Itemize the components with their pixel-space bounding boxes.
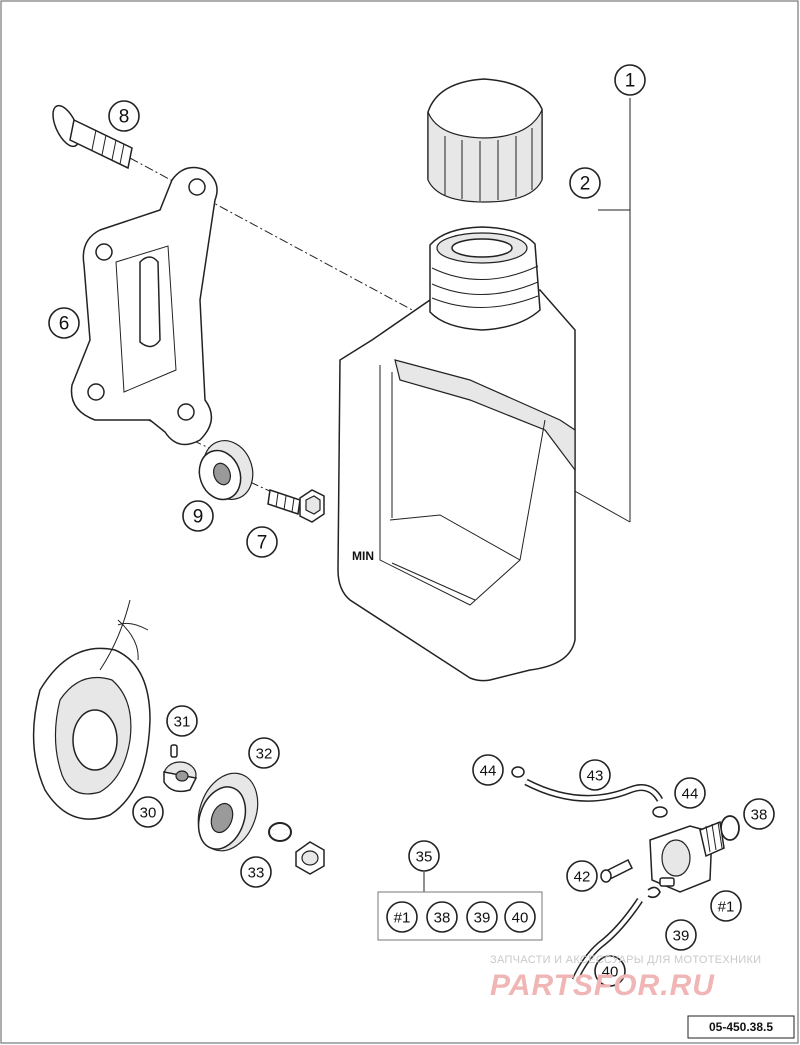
kit-item-38: 38: [426, 901, 458, 933]
callout-33: 33: [240, 856, 272, 888]
screw-drawing: [267, 489, 325, 523]
oil-tank-drawing: MIN: [337, 226, 576, 682]
kit-item-40: 40: [504, 901, 536, 933]
tank-cap-drawing: [427, 78, 543, 203]
svg-text:8: 8: [119, 107, 130, 128]
svg-text:38: 38: [434, 910, 451, 927]
svg-text:#1: #1: [394, 910, 411, 927]
pump-drive-drawing: [32, 599, 325, 875]
svg-text:31: 31: [174, 714, 191, 731]
kit-item-39: 39: [466, 901, 498, 933]
callout-hash1-pump: #1: [710, 890, 742, 922]
oil-pump-drawing: [600, 820, 725, 899]
callout-31: 31: [166, 705, 198, 737]
svg-text:30: 30: [140, 805, 157, 822]
svg-text:39: 39: [673, 928, 690, 945]
svg-text:9: 9: [193, 507, 204, 528]
svg-text:40: 40: [602, 964, 619, 981]
svg-text:40: 40: [512, 910, 529, 927]
watermark-tagline: ЗАПЧАСТИ И АКСЕССУАРЫ ДЛЯ МОТОТЕХНИКИ: [490, 954, 761, 966]
svg-text:44: 44: [682, 786, 699, 803]
callout-9: 9: [182, 500, 214, 532]
svg-text:39: 39: [474, 910, 491, 927]
svg-text:38: 38: [751, 807, 768, 824]
mounting-bracket-drawing: [70, 166, 218, 446]
min-mark: MIN: [352, 549, 374, 563]
svg-text:42: 42: [574, 869, 591, 886]
reference-box: 05-450.38.5: [687, 1015, 795, 1039]
svg-text:05-450.38.5: 05-450.38.5: [709, 1020, 773, 1034]
bolt-drawing: [52, 104, 133, 170]
callout-42: 42: [566, 860, 598, 892]
svg-text:33: 33: [248, 865, 265, 882]
callout-43: 43: [579, 759, 611, 791]
callout-44-left: 44: [472, 754, 504, 786]
callout-38: 38: [743, 798, 775, 830]
kit-item-hash1: #1: [386, 901, 418, 933]
svg-text:#1: #1: [718, 899, 735, 916]
callout-35: 35: [408, 840, 440, 872]
callout-39: 39: [665, 919, 697, 951]
callout-30: 30: [132, 796, 164, 828]
callout-2: 2: [569, 167, 601, 199]
svg-text:2: 2: [580, 174, 591, 195]
svg-text:32: 32: [256, 746, 273, 763]
watermark-logo: PARTSFOR.RU: [490, 969, 715, 1002]
callout-7: 7: [246, 526, 278, 558]
svg-text:6: 6: [59, 314, 70, 335]
callout-32: 32: [248, 737, 280, 769]
callout-1: 1: [614, 64, 646, 96]
callout-40: 40: [594, 955, 626, 987]
svg-text:7: 7: [257, 533, 268, 554]
svg-text:44: 44: [480, 763, 497, 780]
svg-text:43: 43: [587, 768, 604, 785]
callout-8: 8: [108, 100, 140, 132]
hoses-drawing: [511, 766, 740, 982]
callout-44-right: 44: [674, 777, 706, 809]
svg-text:35: 35: [416, 849, 433, 866]
svg-text:1: 1: [625, 71, 636, 92]
grommet-drawing: [198, 440, 254, 501]
callout-6: 6: [48, 307, 80, 339]
